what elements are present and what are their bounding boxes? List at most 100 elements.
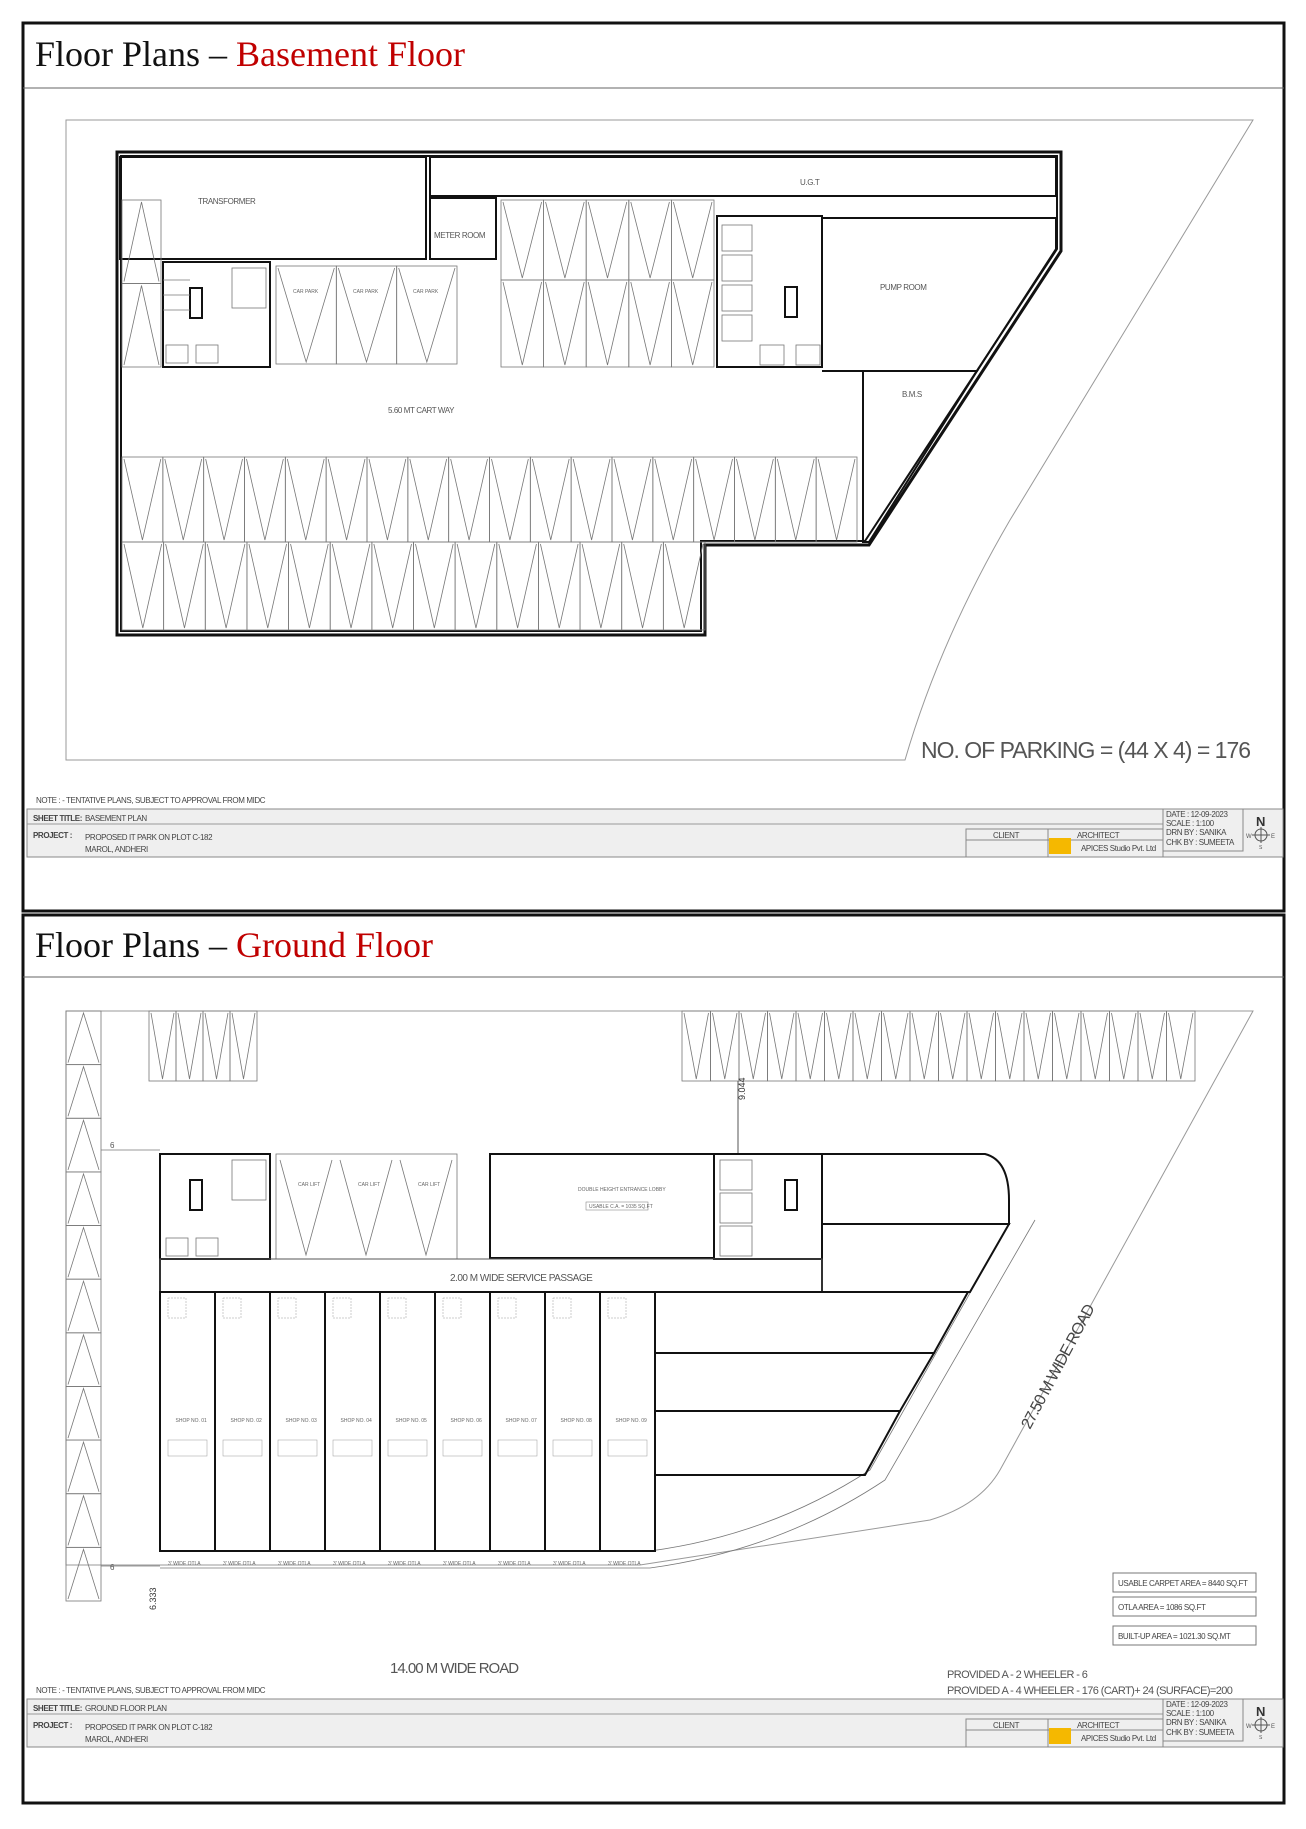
- parking-stall: [396, 265, 458, 365]
- sheet-title-label: SHEET TITLE:: [33, 814, 82, 823]
- project-line2: MAROL, ANDHERI: [85, 1735, 148, 1744]
- architect-label: ARCHITECT: [1077, 831, 1120, 840]
- lobby-area: USABLE C.A. = 1035 SQ.FT: [589, 1204, 653, 1210]
- two-wheeler-provided: PROVIDED A - 2 WHEELER - 6: [947, 1669, 1088, 1681]
- title-block: NOTE : - TENTATIVE PLANS, SUBJECT TO APP…: [26, 1686, 1284, 1748]
- date-field: DATE : 12-09-2023: [1166, 810, 1228, 819]
- otla-label: 3' WIDE OTLA: [553, 1561, 586, 1567]
- otla-label: 3' WIDE OTLA: [223, 1561, 256, 1567]
- site-boundary: [65, 119, 1254, 761]
- client-label: CLIENT: [993, 831, 1020, 840]
- transformer-label: TRANSFORMER: [198, 197, 256, 206]
- bms-label: B.M.S: [902, 390, 922, 399]
- ground-parking-stalls: [65, 1010, 1196, 1602]
- area-summary: USABLE CARPET AREA = 8440 SQ.FT OTLA ARE…: [1112, 1572, 1257, 1646]
- shop-label: SHOP NO. 07: [506, 1418, 538, 1424]
- car-lift-label: CAR LIFT: [298, 1182, 320, 1188]
- panel-border: [21, 913, 1286, 1805]
- parking-stall: [671, 279, 715, 368]
- client-label: CLIENT: [993, 1721, 1020, 1730]
- architect-logo: [1049, 1728, 1071, 1744]
- usable-carpet-area: USABLE CARPET AREA = 8440 SQ.FT: [1118, 1579, 1248, 1588]
- otla-label: 3' WIDE OTLA: [278, 1561, 311, 1567]
- architect-name: APICES Studio Pvt. Ltd: [1081, 844, 1156, 853]
- panel-border: [21, 21, 1286, 913]
- basement-parking-stalls: [121, 199, 858, 631]
- svg-text:E: E: [1271, 1724, 1275, 1730]
- service-passage-label: 2.00 M WIDE SERVICE PASSAGE: [450, 1273, 593, 1284]
- page-title: Floor Plans – Ground Floor: [35, 925, 433, 965]
- dimension-left-label: 6.333: [148, 1587, 158, 1610]
- shop-label: SHOP NO. 03: [286, 1418, 318, 1424]
- north-compass-icon: N W E S: [1246, 814, 1275, 851]
- built-up-area: BUILT-UP AREA = 1021.30 SQ.MT: [1118, 1632, 1231, 1641]
- shop-label: SHOP NO. 08: [561, 1418, 593, 1424]
- otla-label: 3' WIDE OTLA: [498, 1561, 531, 1567]
- site-boundary: [65, 1010, 1254, 1566]
- otla-label: 3' WIDE OTLA: [333, 1561, 366, 1567]
- project-line1: PROPOSED IT PARK ON PLOT C-182: [85, 833, 213, 842]
- pump-room-label: PUMP ROOM: [880, 283, 927, 292]
- transformer-room: [119, 156, 427, 260]
- otla-edge: [160, 1223, 1010, 1552]
- cart-way-label: 5.60 MT CART WAY: [388, 406, 455, 415]
- dimension-label: 9.044: [737, 1077, 747, 1100]
- otla-label: 3' WIDE OTLA: [443, 1561, 476, 1567]
- svg-text:E: E: [1271, 834, 1275, 840]
- north-compass-icon: N W E S: [1246, 1704, 1275, 1741]
- road-edge: [160, 1219, 1036, 1569]
- car-park-label: CAR PARK: [293, 289, 319, 295]
- shop-label: SHOP NO. 04: [341, 1418, 373, 1424]
- meter-room-label: METER ROOM: [434, 231, 486, 240]
- ugt-label: U.G.T: [800, 178, 820, 187]
- stair-core-left: [162, 261, 271, 368]
- shop-label: SHOP NO. 09: [616, 1418, 648, 1424]
- parking-summary: NO. OF PARKING = (44 X 4) = 176: [921, 737, 1250, 763]
- ground-building: CAR LIFT CAR LIFT CAR LIFT DOUBLE HEIGHT…: [159, 1153, 1011, 1567]
- shop-label: SHOP NO. 01: [176, 1418, 208, 1424]
- parking-stall: [121, 283, 162, 368]
- shop-angled-3: [654, 1410, 902, 1476]
- svg-text:N: N: [1256, 814, 1265, 829]
- svg-text:W: W: [1246, 1724, 1252, 1730]
- svg-text:S: S: [1259, 1735, 1263, 1741]
- parking-stall: [229, 1010, 258, 1082]
- lobby-label: DOUBLE HEIGHT ENTRANCE LOBBY: [578, 1187, 666, 1193]
- project-label: PROJECT :: [33, 1721, 72, 1730]
- svg-text:S: S: [1259, 845, 1263, 851]
- project-label: PROJECT :: [33, 831, 72, 840]
- bms-room-outline: [862, 370, 979, 543]
- project-line2: MAROL, ANDHERI: [85, 845, 148, 854]
- shop-label: SHOP NO. 06: [451, 1418, 483, 1424]
- shop-top-right: [821, 1153, 1010, 1225]
- parking-stall: [815, 456, 858, 543]
- basement-panel: Floor Plans – Basement Floor TRANSFORMER…: [21, 21, 1286, 913]
- four-wheeler-provided: PROVIDED A - 4 WHEELER - 176 (CART)+ 24 …: [947, 1685, 1233, 1697]
- sheet-title: BASEMENT PLAN: [85, 814, 147, 823]
- car-park-label: CAR PARK: [353, 289, 379, 295]
- car-park-label: CAR PARK: [413, 289, 439, 295]
- meter-room: [429, 197, 497, 260]
- ground-panel: Floor Plans – Ground Floor 9.044 6 6 6.3…: [21, 913, 1286, 1805]
- otla-label: 3' WIDE OTLA: [608, 1561, 641, 1567]
- svg-text:N: N: [1256, 1704, 1265, 1719]
- checked-by-field: CHK BY : SUMEETA: [1166, 838, 1235, 847]
- project-line1: PROPOSED IT PARK ON PLOT C-182: [85, 1723, 213, 1732]
- ugt-tank: [429, 156, 1057, 197]
- sheet-title-label: SHEET TITLE:: [33, 1704, 82, 1713]
- dimension-six-bottom: 6: [110, 1563, 115, 1572]
- checked-by-field: CHK BY : SUMEETA: [1166, 1728, 1235, 1737]
- parking-stall: [662, 541, 706, 631]
- otla-label: 3' WIDE OTLA: [388, 1561, 421, 1567]
- scale-field: SCALE : 1:100: [1166, 819, 1215, 828]
- shop-label: SHOP NO. 05: [396, 1418, 428, 1424]
- lift-shaft: [189, 287, 203, 319]
- svg-text:W: W: [1246, 834, 1252, 840]
- road-label-front: 14.00 M WIDE ROAD: [390, 1660, 519, 1677]
- parking-stall: [65, 1546, 102, 1602]
- otla-label: 3' WIDE OTLA: [168, 1561, 201, 1567]
- scale-field: SCALE : 1:100: [1166, 1709, 1215, 1718]
- title-block-frame: [26, 808, 1284, 858]
